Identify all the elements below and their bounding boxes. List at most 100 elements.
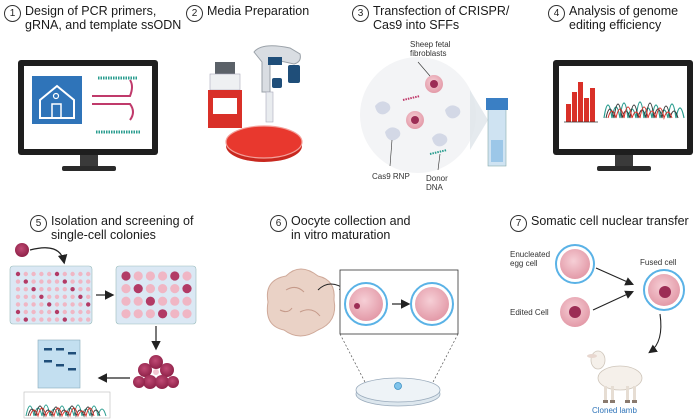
- well-dot: [47, 279, 52, 284]
- well-dot: [86, 271, 91, 277]
- step-6-line-1: Oocyte collection and: [291, 214, 411, 228]
- step-5-line-2: single-cell colonies: [51, 228, 156, 242]
- well-dot: [62, 279, 67, 284]
- step-7-number: 7: [510, 215, 527, 232]
- well-dot: [31, 271, 36, 277]
- well-dot: [47, 287, 52, 292]
- well-dot: [145, 309, 155, 319]
- well-dot: [70, 279, 75, 284]
- well-dot: [39, 294, 44, 299]
- analysis-monitor-icon: [553, 60, 693, 171]
- well-dot: [31, 279, 36, 284]
- well-dot: [39, 279, 44, 284]
- well-dot: [62, 302, 67, 307]
- well-dot: [70, 309, 75, 315]
- well-dot: [54, 279, 60, 284]
- media-preparation-icon: [208, 45, 303, 162]
- well-dot: [15, 302, 21, 307]
- well-dot: [86, 317, 91, 322]
- well-dot: [39, 271, 44, 277]
- well-dot: [78, 287, 83, 292]
- label-cloned-lamb: Cloned lamb: [592, 406, 637, 415]
- well-dot: [182, 309, 192, 319]
- well-dot: [31, 294, 36, 299]
- well-dot: [86, 302, 91, 307]
- well-plate-2: [121, 271, 192, 319]
- well-dot: [39, 287, 44, 292]
- label-donor-line-1: Donor: [426, 174, 448, 183]
- well-dot: [133, 309, 143, 319]
- well-dot: [47, 309, 52, 315]
- well-dot: [170, 271, 180, 281]
- well-dot: [145, 296, 155, 306]
- well-dot: [15, 294, 21, 299]
- well-dot: [62, 271, 67, 277]
- well-dot: [86, 287, 91, 292]
- label-cas9-rnp: Cas9 RNP: [372, 172, 410, 181]
- step-1-title: 1 Design of PCR primers, gRNA, and templ…: [4, 4, 181, 32]
- well-plate-1: [15, 271, 91, 322]
- label-donor-dna: Donor DNA: [426, 174, 448, 192]
- label-sheep-fetal-fibroblasts: Sheep fetal fibroblasts: [410, 40, 450, 58]
- step-6-number: 6: [270, 215, 287, 232]
- well-dot: [39, 302, 44, 307]
- transfection-icon: [360, 57, 508, 173]
- well-dot: [86, 294, 91, 299]
- well-dot: [47, 317, 52, 322]
- well-dot: [47, 294, 52, 299]
- well-dot: [70, 271, 75, 277]
- well-dot: [78, 317, 83, 322]
- well-dot: [170, 309, 180, 319]
- well-dot: [182, 271, 192, 281]
- step-4-number: 4: [548, 5, 565, 22]
- well-dot: [158, 296, 168, 306]
- step-4-line-2: editing efficiency: [569, 18, 662, 32]
- well-dot: [62, 294, 67, 299]
- step-4-title: 4 Analysis of genome editing efficiency: [548, 4, 678, 32]
- step-5-number: 5: [30, 215, 47, 232]
- well-dot: [23, 279, 28, 284]
- well-dot: [31, 317, 36, 322]
- well-dot: [78, 309, 83, 315]
- label-fused-cell: Fused cell: [640, 258, 677, 267]
- well-dot: [170, 296, 180, 306]
- well-dot: [158, 271, 168, 281]
- step-3-title: 3 Transfection of CRISPR/ Cas9 into SFFs: [352, 4, 509, 32]
- well-dot: [54, 294, 60, 299]
- well-dot: [47, 302, 52, 307]
- well-dot: [121, 309, 131, 319]
- well-dot: [23, 287, 28, 292]
- step-5-title: 5 Isolation and screening of single-cell…: [30, 214, 193, 242]
- well-dot: [182, 296, 192, 306]
- well-dot: [31, 302, 36, 307]
- well-dot: [158, 309, 168, 319]
- well-dot: [15, 317, 21, 322]
- label-enucleated-line-2: egg cell: [510, 259, 538, 268]
- well-dot: [133, 271, 143, 281]
- step-3-number: 3: [352, 5, 369, 22]
- label-enucleated-egg-cell: Enucleated egg cell: [510, 250, 550, 268]
- well-dot: [78, 271, 83, 277]
- scnt-icon: [555, 244, 685, 403]
- label-donor-line-2: DNA: [426, 183, 443, 192]
- well-dot: [15, 279, 21, 284]
- well-dot: [158, 284, 168, 294]
- cell-cluster-icon: [133, 355, 179, 389]
- well-dot: [62, 309, 67, 315]
- design-monitor-icon: [18, 60, 158, 171]
- well-dot: [54, 309, 60, 315]
- well-dot: [62, 317, 67, 322]
- well-dot: [23, 309, 28, 315]
- well-dot: [78, 279, 83, 284]
- well-dot: [70, 294, 75, 299]
- well-dot: [23, 294, 28, 299]
- well-dot: [15, 309, 21, 315]
- well-dot: [47, 271, 52, 277]
- step-2-line-1: Media Preparation: [207, 4, 310, 18]
- well-dot: [78, 294, 83, 299]
- well-dot: [145, 284, 155, 294]
- oocyte-collection-icon: [266, 268, 459, 407]
- well-dot: [70, 317, 75, 322]
- well-dot: [23, 302, 28, 307]
